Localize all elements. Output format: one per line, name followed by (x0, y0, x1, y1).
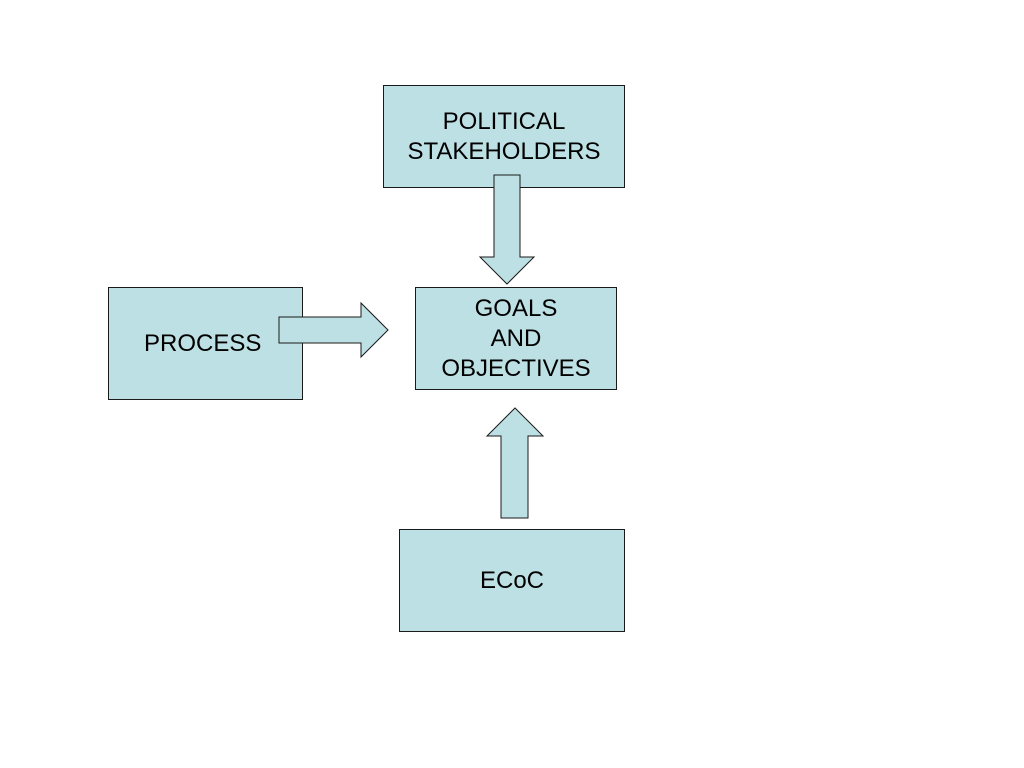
process-box: PROCESS (108, 287, 303, 400)
goals-and-objectives-box: GOALS AND OBJECTIVES (415, 287, 617, 390)
arrow-up-icon (485, 407, 545, 519)
political-stakeholders-box: POLITICAL STAKEHOLDERS (383, 85, 625, 188)
arrow-down-icon (478, 174, 536, 285)
ecoc-box: ECoC (399, 529, 625, 632)
